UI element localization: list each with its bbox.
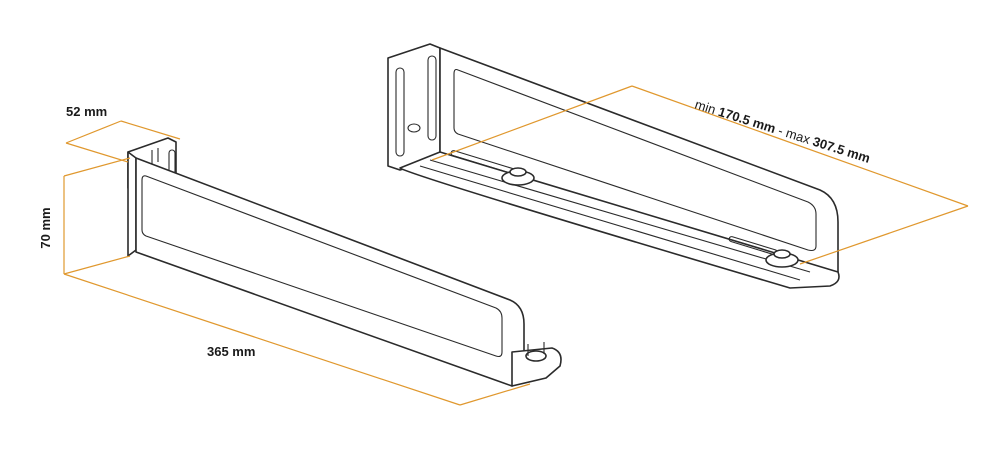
length-label: 365 mm: [207, 344, 255, 359]
left-bracket: [127, 137, 562, 387]
right-bracket: [387, 43, 840, 289]
height-label: 70 mm: [38, 207, 53, 248]
adjust-dimension-line: [431, 85, 633, 161]
adjust-min-value: 170.5 mm: [717, 104, 778, 136]
depth-dimension-line: [65, 120, 122, 144]
dimension-lines: [63, 85, 969, 406]
length-dimension-line: [63, 273, 461, 406]
adjust-min-prefix: min: [693, 97, 721, 119]
depth-label: 52 mm: [66, 104, 107, 119]
